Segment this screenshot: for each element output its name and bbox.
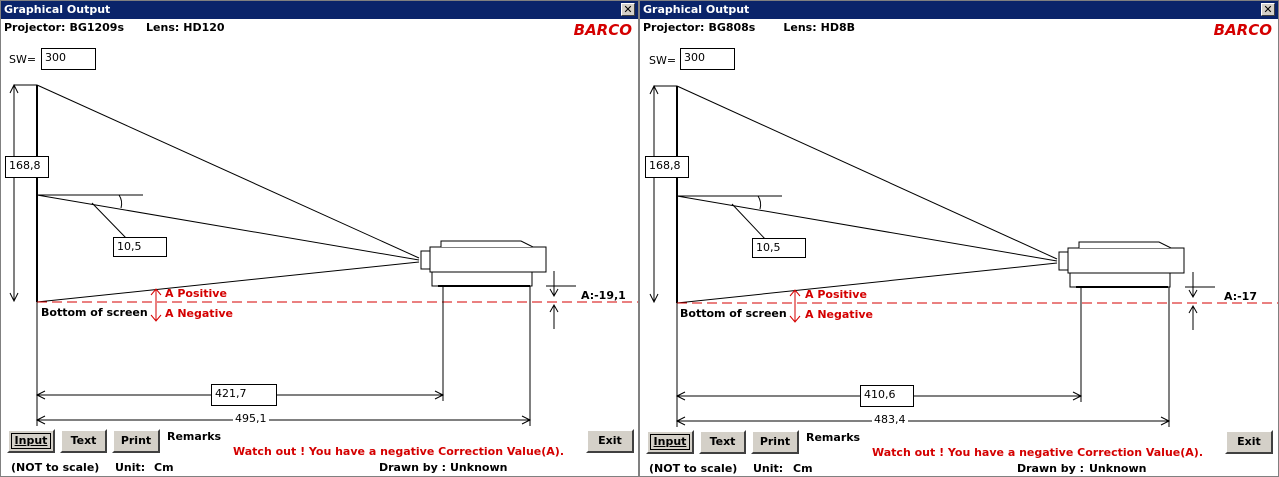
graphical-output-window-1: Graphical Output ✕ Projector:BG1209s Lens…: [0, 0, 639, 477]
projector-model: BG808s: [708, 21, 756, 34]
projector-top: [440, 240, 534, 248]
distance-2-label: 495,1: [233, 412, 269, 425]
angle-leader: [731, 203, 767, 241]
beam-top: [36, 84, 420, 259]
unit-label: Unit:: [115, 461, 146, 474]
beam-bottom: [36, 261, 420, 303]
height-value-box: 168,8: [645, 156, 689, 178]
text-button[interactable]: Text: [60, 429, 107, 453]
projector-info: Projector:BG808s Lens:HD8B: [643, 21, 859, 34]
sw-value-box: 300: [41, 48, 96, 70]
a-value-label: A:-19,1: [581, 289, 626, 302]
angle-value-box: 10,5: [113, 237, 167, 257]
exit-button[interactable]: Exit: [586, 429, 634, 453]
projector-label: Projector:: [4, 21, 66, 34]
height-value-box: 168,8: [5, 156, 49, 178]
a-positive-label: A Positive: [805, 288, 867, 301]
exit-button-label: Exit: [598, 434, 622, 447]
projector-base: [1069, 272, 1171, 288]
not-to-scale-label: (NOT to scale): [11, 461, 100, 474]
remarks-label: Remarks: [806, 431, 861, 444]
height-arrow-bottom: [649, 293, 659, 304]
projection-diagram: [649, 84, 1278, 427]
input-button[interactable]: Input: [7, 429, 55, 453]
input-button[interactable]: Input: [646, 430, 694, 454]
a-positive-label: A Positive: [165, 287, 227, 300]
warning-message: Watch out ! You have a negative Correcti…: [872, 446, 1203, 459]
projector-model: BG1209s: [69, 21, 125, 34]
window-title: Graphical Output: [4, 3, 111, 16]
print-button-label: Print: [759, 435, 791, 448]
a-value-label: A:-17: [1224, 290, 1257, 303]
a-negative-label: A Negative: [805, 308, 873, 321]
a-negative-arrow: [789, 315, 801, 323]
beam-bottom: [676, 262, 1058, 304]
drawn-by-label: Drawn by :: [379, 461, 447, 474]
drawn-by-value: Unknown: [1089, 462, 1147, 475]
text-button-label: Text: [709, 435, 736, 448]
beam-top: [676, 85, 1058, 260]
remarks-label: Remarks: [167, 430, 222, 443]
angle-axis-line: [676, 195, 1058, 262]
a-negative-label: A Negative: [165, 307, 233, 320]
angle-value-box: 10,5: [752, 238, 806, 258]
projector-label: Projector:: [643, 21, 705, 34]
angle-arc: [757, 195, 762, 210]
a-positive-arrow: [789, 289, 801, 297]
lens-model: HD8B: [820, 21, 855, 34]
not-to-scale-label: (NOT to scale): [649, 462, 738, 475]
sw-label: SW=: [9, 53, 37, 66]
unit-value: Cm: [793, 462, 813, 475]
lens-label: Lens:: [146, 21, 180, 34]
window-title-bar[interactable]: Graphical Output ✕: [1, 1, 638, 19]
height-arrow-bottom: [9, 292, 19, 303]
angle-leader: [91, 202, 128, 240]
angle-axis-line: [36, 194, 420, 261]
graphical-output-window-2: Graphical Output ✕ Projector:BG808s Lens:…: [639, 0, 1279, 477]
drawn-by-value: Unknown: [450, 461, 508, 474]
unit-label: Unit:: [753, 462, 784, 475]
projector-lens: [1058, 251, 1069, 271]
input-button-label: Input: [14, 434, 48, 447]
text-button-label: Text: [70, 434, 97, 447]
projector-top: [1078, 241, 1172, 249]
distance-2-label: 483,4: [872, 413, 908, 426]
drawn-by-label: Drawn by :: [1017, 462, 1085, 475]
print-button-label: Print: [120, 434, 152, 447]
distance-1-box: 421,7: [211, 384, 277, 406]
print-button[interactable]: Print: [112, 429, 160, 453]
close-button[interactable]: ✕: [621, 3, 635, 16]
projection-diagram: [9, 83, 638, 426]
close-button[interactable]: ✕: [1261, 3, 1275, 16]
a-positive-arrow: [150, 288, 162, 296]
input-button-label: Input: [653, 435, 687, 448]
bottom-of-screen-label: Bottom of screen: [680, 307, 787, 320]
projector-base: [431, 271, 533, 287]
bottom-of-screen-label: Bottom of screen: [41, 306, 148, 319]
window-title: Graphical Output: [643, 3, 750, 16]
lens-label: Lens:: [783, 21, 817, 34]
barco-logo: BARCO: [1213, 21, 1272, 39]
angle-arc: [118, 194, 123, 209]
lens-model: HD120: [183, 21, 225, 34]
projector-body: [429, 246, 547, 273]
projector-body: [1067, 247, 1185, 274]
close-icon: ✕: [623, 3, 633, 16]
unit-value: Cm: [154, 461, 174, 474]
text-button[interactable]: Text: [699, 430, 746, 454]
window-title-bar[interactable]: Graphical Output ✕: [640, 1, 1278, 19]
exit-button[interactable]: Exit: [1225, 430, 1273, 454]
distance-1-box: 410,6: [860, 385, 914, 407]
sw-label: SW=: [649, 54, 677, 67]
projector-lens: [420, 250, 431, 270]
exit-button-label: Exit: [1237, 435, 1261, 448]
projector-info: Projector:BG1209s Lens:HD120: [4, 21, 229, 34]
sw-value-box: 300: [680, 48, 735, 70]
warning-message: Watch out ! You have a negative Correcti…: [233, 445, 564, 458]
close-icon: ✕: [1263, 3, 1273, 16]
a-negative-arrow: [150, 314, 162, 322]
barco-logo: BARCO: [573, 21, 632, 39]
print-button[interactable]: Print: [751, 430, 799, 454]
